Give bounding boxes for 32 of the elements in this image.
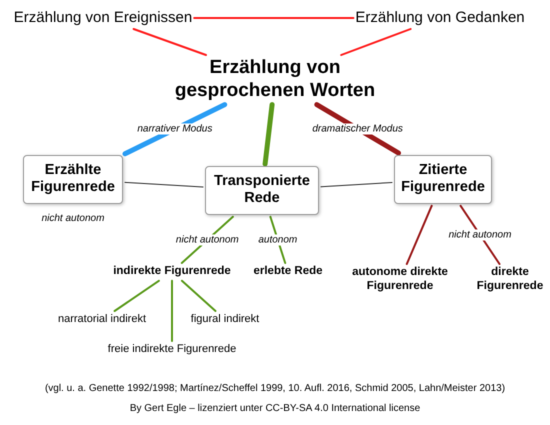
note-text: nicht autonom <box>42 212 104 225</box>
edge-label: nicht autonom <box>448 229 512 240</box>
connector-line <box>406 204 433 265</box>
central-topic: Erzählung von gesprochenen Worten <box>150 57 400 103</box>
node-text: figural indirekt <box>190 313 260 326</box>
node-text: autonome direkte Figurenrede <box>344 266 456 294</box>
connector-line <box>114 280 160 312</box>
connector-line <box>171 280 173 342</box>
connector-line <box>122 102 228 156</box>
connector-line <box>262 102 275 166</box>
edge-label: dramatischer Modus <box>311 123 404 134</box>
topic-box: Zitierte Figurenrede <box>394 155 492 204</box>
edge-label: narrativer Modus <box>136 124 214 135</box>
connector-line <box>340 28 412 56</box>
topic-box: Transponierte Rede <box>205 166 319 215</box>
connector-line <box>193 17 354 19</box>
node-text: erlebte Rede <box>253 265 323 279</box>
connector-line <box>314 102 401 156</box>
connector-line <box>132 28 207 56</box>
edge-label: nicht autonom <box>174 234 240 246</box>
node-text: Erzählung von Ereignissen <box>14 9 192 27</box>
node-text: indirekte Figurenrede <box>113 265 231 279</box>
reference-note: (vgl. u. a. Genette 1992/1998; Martínez/Scheffel 1999, 10. Aufl. 2016, Schmid 2005, Lahn/Meister 2013) <box>44 383 506 394</box>
node-text: freie indirekte Figurenrede <box>108 343 236 356</box>
node-text: Erzählung von Gedanken <box>355 9 525 27</box>
node-text: direkte Figurenrede <box>474 266 546 294</box>
connector-line <box>320 182 392 188</box>
node-text: narratorial indirekt <box>58 313 146 326</box>
credit-note: By Gert Egle – lizenziert unter CC-BY-SA 4.0 International license <box>128 403 422 414</box>
connector-line <box>124 182 204 188</box>
edge-label: autonom <box>257 234 298 246</box>
connector-line <box>180 280 216 312</box>
